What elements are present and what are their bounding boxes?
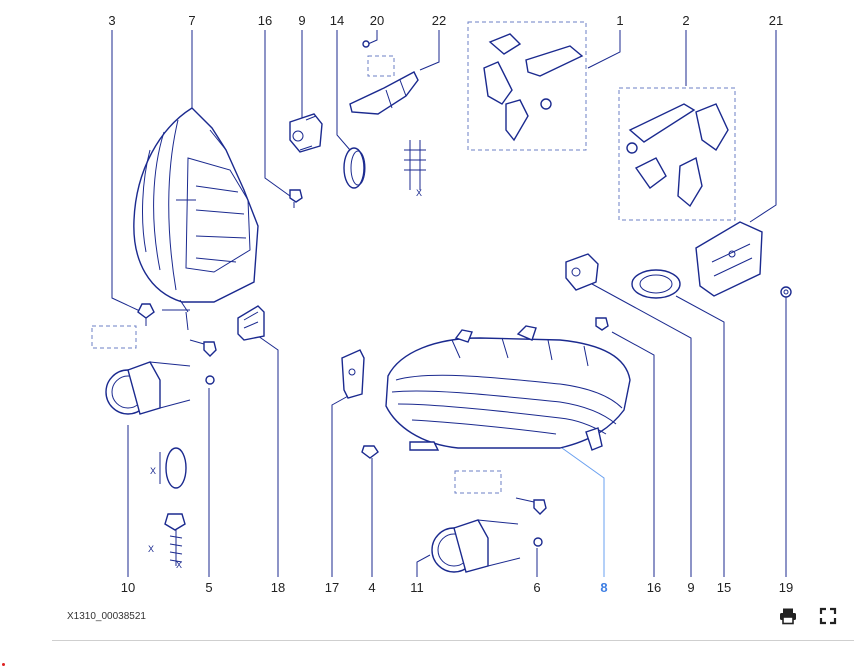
callout-20[interactable]: 20 [370,13,384,28]
svg-text:X: X [176,560,182,570]
screw-20[interactable] [362,40,370,48]
headlamp-side-view[interactable] [133,107,259,313]
fullscreen-button[interactable] [816,604,840,628]
leader-18 [257,335,279,577]
callout-19[interactable]: 19 [779,580,793,595]
callout-18[interactable]: 18 [271,580,285,595]
bracket-kit-2[interactable] [626,103,729,208]
fog-lamp-11[interactable] [431,519,521,573]
reference-code: X1310_00038521 [67,611,146,622]
adjuster-detail-top: X [404,140,426,198]
svg-text:X: X [150,466,156,476]
callout-7[interactable]: 7 [188,13,195,28]
bracket-kit-1-box [467,21,587,151]
motor-9-top[interactable] [289,113,323,153]
callout-15[interactable]: 15 [717,580,731,595]
leader-16-top [264,30,291,197]
bulb-16-bottom[interactable] [595,317,609,331]
motor-9-bottom[interactable] [565,253,599,291]
print-button[interactable] [776,604,800,628]
callout-14[interactable]: 14 [330,13,344,28]
callout-3[interactable]: 3 [108,13,115,28]
leader-11 [416,554,431,577]
detail-box-bottom [454,470,502,494]
divider [52,640,854,641]
callout-22[interactable]: 22 [432,13,446,28]
callout-8-highlighted[interactable]: 8 [600,580,607,595]
callout-17[interactable]: 17 [325,580,339,595]
bracket-22[interactable] [349,40,419,115]
clip-screw-3[interactable] [137,303,190,331]
fullscreen-icon [819,607,837,625]
callout-5[interactable]: 5 [205,580,212,595]
leader-15 [675,295,725,577]
print-icon [780,608,796,625]
leader-21 [749,30,777,223]
bottom-callouts: 10 5 18 17 4 11 6 8 16 9 15 19 [121,580,793,595]
top-callouts: 3 7 16 9 14 20 22 1 2 21 [108,13,783,28]
bracket-kit-1[interactable] [483,33,584,142]
bracket-18[interactable] [237,305,265,341]
callout-11[interactable]: 11 [410,580,424,595]
cap-14[interactable] [343,147,366,189]
bracket-kit-2-box [618,87,736,221]
callout-4[interactable]: 4 [368,580,375,595]
screw-5[interactable] [205,375,215,385]
clip-4[interactable] [361,445,379,459]
callout-21[interactable]: 21 [769,13,783,28]
svg-text:X: X [416,188,422,198]
bulb-16-top[interactable] [289,189,303,208]
bracket-17[interactable] [341,349,365,399]
screw-19[interactable] [780,286,792,298]
leader-8 [561,447,605,577]
marker-dot [2,663,5,666]
headlamp-assembly-8[interactable] [385,325,631,451]
leader-9-bottom [591,283,692,577]
leader-lines [111,30,787,577]
adjuster-11[interactable] [515,497,547,515]
screw-6[interactable] [533,537,543,547]
leader-17 [331,394,351,577]
callout-1[interactable]: 1 [616,13,623,28]
leader-20 [367,30,378,45]
leader-14 [336,30,351,151]
leader-1 [587,30,621,69]
callout-2[interactable]: 2 [682,13,689,28]
svg-text:X: X [148,544,154,554]
detail-box-left [91,325,137,349]
screw-detail-x: X X [148,513,186,570]
leader-22 [419,30,440,71]
seal-ring-15[interactable] [631,269,681,299]
bracket-21[interactable] [695,221,763,297]
callout-10[interactable]: 10 [121,580,135,595]
adjuster-detail-x: X [150,447,187,489]
fog-lamp-10[interactable] [105,361,191,415]
callout-16-top[interactable]: 16 [258,13,272,28]
callout-9-bottom[interactable]: 9 [687,580,694,595]
leader-16-bottom [611,331,655,577]
detail-box-top [367,55,395,77]
leader-3 [111,30,143,313]
callout-16-bottom[interactable]: 16 [647,580,661,595]
callout-6[interactable]: 6 [533,580,540,595]
callout-9-top[interactable]: 9 [298,13,305,28]
adjuster-10[interactable] [189,339,217,357]
